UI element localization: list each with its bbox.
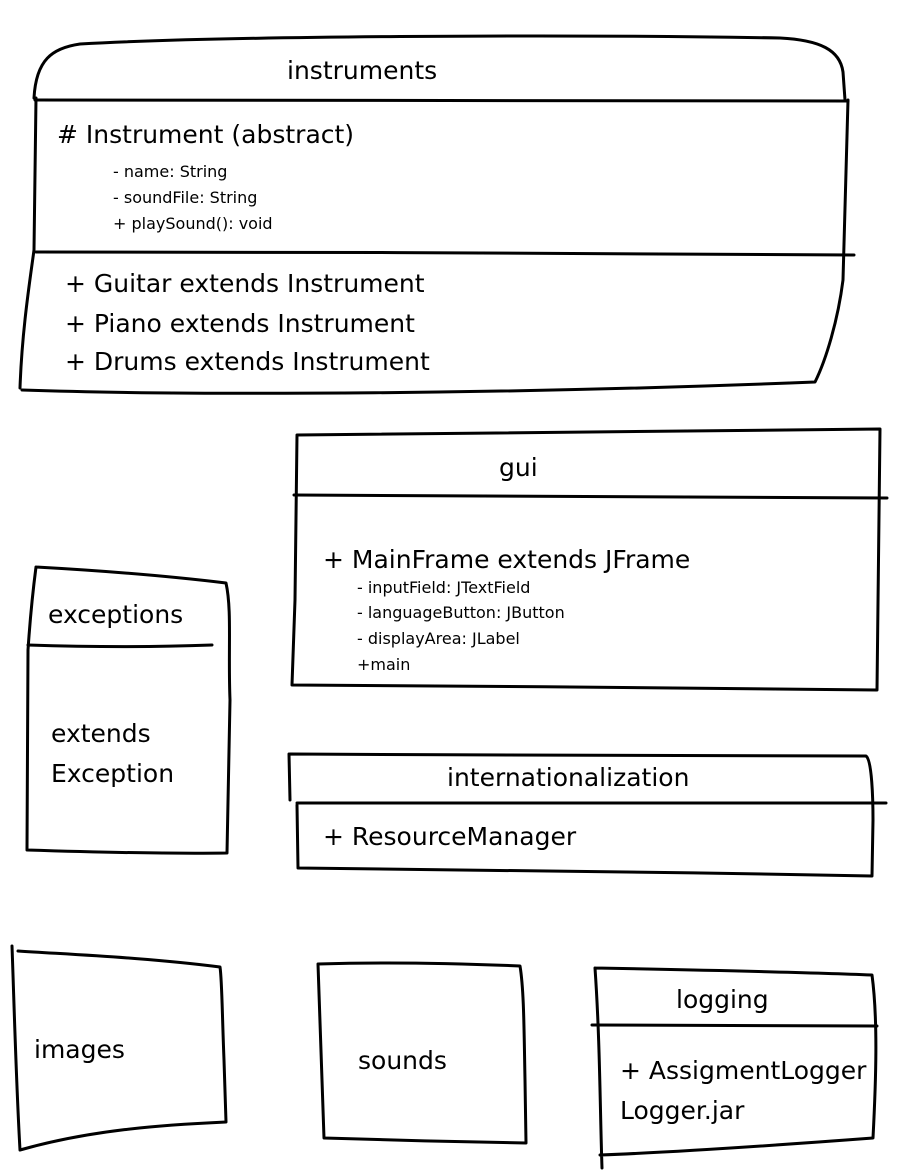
guitar-subclass: + Guitar extends Instrument [65, 269, 425, 298]
logging-title: logging [676, 985, 769, 1014]
sounds-box-outline [316, 961, 528, 1145]
gui-box-outline [290, 427, 882, 692]
internationalization-title: internationalization [447, 763, 690, 792]
exceptions-header-divider [26, 643, 214, 648]
gui-title: gui [499, 453, 538, 482]
resourcemanager-class: + ResourceManager [323, 822, 577, 851]
mainframe-member-displayarea: - displayArea: JLabel [357, 629, 520, 648]
exceptions-body-line-1: extends [51, 719, 151, 748]
sounds-title: sounds [358, 1046, 447, 1075]
instrument-member-name: - name: String [113, 162, 228, 181]
drums-subclass: + Drums extends Instrument [65, 347, 430, 376]
logging-box-outline [593, 966, 878, 1170]
mainframe-member-languagebutton: - languageButton: JButton [357, 603, 565, 622]
instrument-abstract-class: # Instrument (abstract) [57, 120, 355, 149]
instruments-box-outline [18, 34, 850, 395]
logging-header-divider [590, 1023, 879, 1028]
mainframe-class: + MainFrame extends JFrame [323, 545, 691, 574]
exceptions-title: exceptions [48, 600, 184, 629]
images-title: images [34, 1035, 125, 1064]
mainframe-member-main: +main [357, 655, 411, 674]
instruments-header-divider [33, 98, 850, 103]
gui-header-divider [292, 493, 889, 500]
instruments-title: instruments [287, 56, 438, 85]
piano-subclass: + Piano extends Instrument [65, 309, 415, 338]
instrument-member-playsound: + playSound(): void [113, 214, 273, 233]
logger-jar: Logger.jar [620, 1096, 745, 1125]
assigmentlogger-class: + AssigmentLogger [620, 1056, 867, 1085]
internationalization-box-outline [287, 752, 875, 878]
mainframe-member-inputfield: - inputField: JTextField [357, 578, 531, 597]
instrument-member-soundfile: - soundFile: String [113, 188, 258, 207]
instruments-body-divider [34, 250, 856, 257]
images-box-outline [10, 944, 228, 1152]
exceptions-box-outline [25, 565, 232, 855]
exceptions-body-line-2: Exception [51, 759, 175, 788]
